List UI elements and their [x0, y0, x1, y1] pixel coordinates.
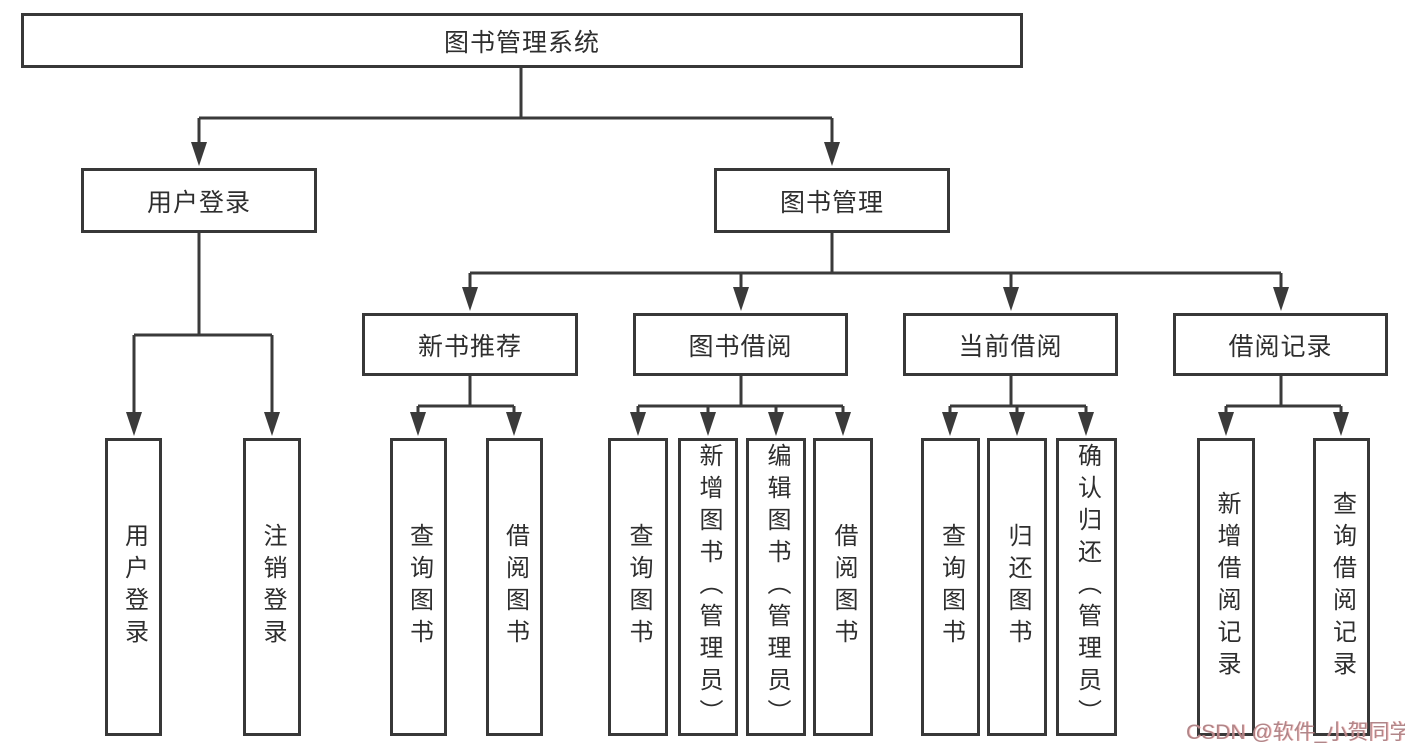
leaf-newbook-borrow-books: 借阅图书: [486, 438, 543, 736]
leaf-borrowing-borrow-books: 借阅图书: [813, 438, 873, 736]
leaf-user-login: 用户登录: [105, 438, 162, 736]
arrowhead-icon: [462, 287, 478, 311]
edge-new-book-to-leaves: [416, 375, 516, 416]
leaf-current-query-books: 查询图书: [921, 438, 980, 736]
arrowhead-icon: [700, 412, 716, 436]
edge-root-to-level2: [197, 66, 834, 146]
arrowhead-icon: [506, 412, 522, 436]
arrowhead-icon: [835, 412, 851, 436]
node-library-management-system: 图书管理系统: [21, 13, 1023, 68]
node-new-book-recommend: 新书推荐: [362, 313, 578, 376]
arrowhead-icon: [824, 142, 840, 166]
arrowhead-icon: [1218, 412, 1234, 436]
arrowhead-icon: [1333, 412, 1349, 436]
arrowheads: [126, 142, 1349, 436]
leaf-logout: 注销登录: [243, 438, 301, 736]
arrowhead-icon: [126, 412, 142, 436]
arrowhead-icon: [1078, 412, 1094, 436]
arrowhead-icon: [410, 412, 426, 436]
arrowhead-icon: [1009, 412, 1025, 436]
arrowhead-icon: [264, 412, 280, 436]
csdn-watermark: CSDN @软件_小贺同学: [1186, 721, 1405, 744]
leaf-current-confirm-return-admin: 确认归还（管理员）: [1056, 438, 1117, 736]
arrowhead-icon: [191, 142, 207, 166]
edge-book-borrow-to-leaves: [636, 375, 845, 416]
leaf-record-add-borrow-record: 新增借阅记录: [1197, 438, 1255, 736]
edge-current-borrow-to-leaves: [948, 375, 1088, 416]
edge-user-login-to-leaves: [132, 232, 274, 416]
edges: [132, 66, 1343, 416]
arrowhead-icon: [733, 287, 749, 311]
arrowhead-icon: [768, 412, 784, 436]
arrowhead-icon: [1273, 287, 1289, 311]
leaf-borrowing-edit-books-admin: 编辑图书（管理员）: [746, 438, 806, 736]
leaf-borrowing-add-books-admin: 新增图书（管理员）: [678, 438, 738, 736]
arrowhead-icon: [942, 412, 958, 436]
edge-book-mgmt-to-level3: [468, 232, 1283, 291]
leaf-current-return-books: 归还图书: [987, 438, 1047, 736]
node-borrow-records: 借阅记录: [1173, 313, 1388, 376]
node-book-borrowing: 图书借阅: [633, 313, 848, 376]
arrowhead-icon: [630, 412, 646, 436]
node-user-login: 用户登录: [81, 168, 317, 233]
node-book-management: 图书管理: [714, 168, 950, 233]
edge-borrow-record-to-leaves: [1224, 375, 1343, 416]
leaf-borrowing-query-books: 查询图书: [608, 438, 668, 736]
arrowhead-icon: [1003, 287, 1019, 311]
leaf-newbook-query-books: 查询图书: [390, 438, 447, 736]
leaf-record-query-borrow-record: 查询借阅记录: [1313, 438, 1370, 736]
node-current-borrowing: 当前借阅: [903, 313, 1118, 376]
